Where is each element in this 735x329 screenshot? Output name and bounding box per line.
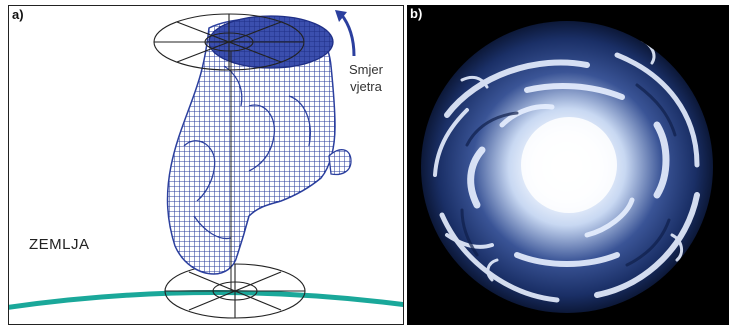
panel-b-image: b): [407, 5, 729, 325]
top-ring: [154, 14, 304, 70]
earth-label: ZEMLJA: [29, 236, 90, 253]
panel-b-label: b): [410, 6, 422, 21]
earth-surface: [9, 292, 404, 308]
vortex-core: [521, 117, 617, 213]
tornado-bump: [329, 150, 351, 175]
wind-label-line2: vjetra: [349, 78, 383, 95]
wind-direction-label: Smjer vjetra: [349, 61, 383, 95]
wind-arrow: [341, 14, 354, 56]
bottom-ring: [165, 264, 305, 318]
wind-label-line1: Smjer: [349, 61, 383, 78]
tornado-diagram-svg: [9, 6, 404, 325]
panel-a-diagram: a): [8, 5, 404, 325]
panel-a-label: a): [12, 7, 24, 22]
vortex-simulation-svg: [407, 5, 729, 325]
